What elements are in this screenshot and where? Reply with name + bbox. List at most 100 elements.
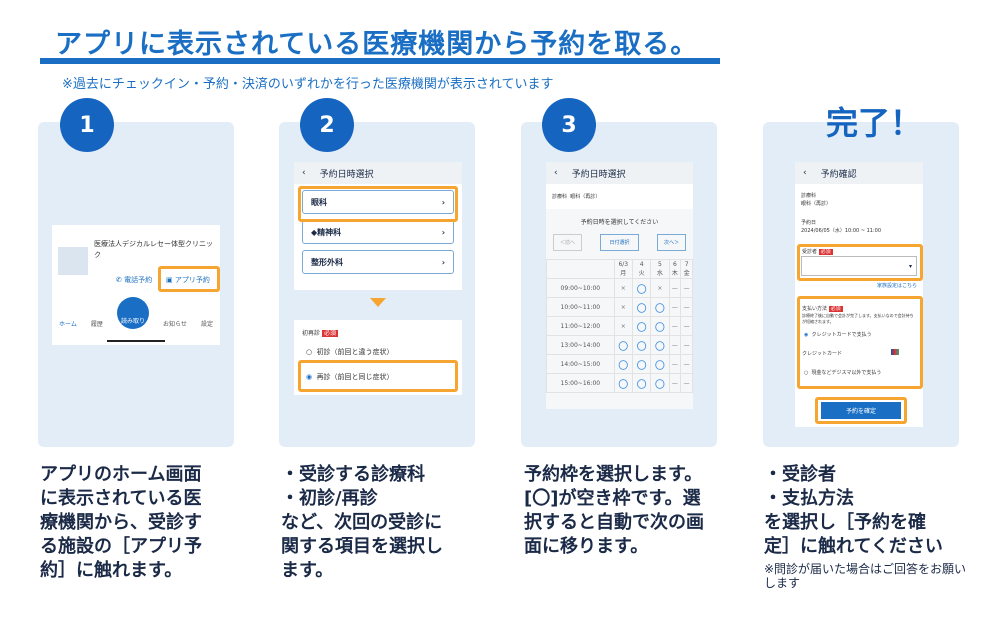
prev-button[interactable]: ＜前へ — [553, 234, 583, 251]
note-text: ※過去にチェックイン・予約・決済のいずれかを行った医療機関が表示されています — [62, 77, 554, 92]
step-number-3: 3 — [542, 98, 596, 152]
highlight-dept — [298, 186, 458, 222]
phone-reserve-link[interactable]: ✆ 電話予約 — [116, 276, 153, 284]
dept-option[interactable]: ◆精神科› — [302, 220, 454, 244]
date-pick-button[interactable]: 日付選択 — [600, 234, 639, 251]
slot-unavailable: × — [613, 278, 633, 298]
confirm-button[interactable]: 予約を確定 — [821, 402, 901, 419]
chevron-right-icon: › — [441, 257, 445, 267]
header: ‹予約確認 — [795, 162, 923, 184]
title-underline — [40, 58, 720, 64]
slot-available[interactable]: 〇 — [631, 373, 652, 393]
revisit-radio[interactable]: ◉ 再診（前回と同じ症状） — [306, 373, 394, 381]
slot-unavailable: — — [668, 373, 682, 393]
date-nav: ＜前へ 日付選択 次へ＞ — [546, 234, 693, 259]
next-button[interactable]: 次へ＞ — [656, 234, 686, 251]
done-label: 完了！ — [826, 104, 923, 142]
timeslot-row: 11:00~12:00×〇〇—— — [546, 316, 693, 336]
slot-unavailable: — — [680, 373, 693, 393]
family-settings-link[interactable]: 家族設定はこちら — [876, 283, 917, 289]
home-screen: 医療法人デジカルレセー体型クリニック ✆ 電話予約 ▣ アプリ予約 ホーム 履歴… — [52, 225, 220, 345]
slot-available[interactable]: 〇 — [650, 354, 670, 374]
time-label: 15:00~16:00 — [546, 373, 615, 393]
slot-available[interactable]: 〇 — [650, 373, 670, 393]
visit-type-screen: 初再診 必須 ○ 初診（前回と違う症状） ◉ 再診（前回と同じ症状） — [294, 320, 462, 395]
slot-unavailable: — — [680, 297, 693, 317]
day-header: 4 火 — [631, 259, 652, 279]
timeslot-row: 09:00~10:00×〇×—— — [546, 278, 693, 298]
payment-label: 支払い方法 必須 — [802, 306, 843, 312]
slot-unavailable: — — [668, 316, 682, 336]
card-brand-icon — [891, 349, 899, 355]
calendar-icon: ▣ — [166, 276, 175, 284]
other-payment-radio[interactable]: ○ 現金などデジスマ以外で支払う — [804, 370, 882, 376]
slot-available[interactable]: 〇 — [631, 316, 652, 336]
back-icon[interactable]: ‹ — [302, 168, 306, 178]
slot-unavailable: — — [680, 316, 693, 336]
nav-scan[interactable]: 読み取り — [116, 297, 149, 329]
slot-available[interactable]: 〇 — [631, 335, 652, 355]
step-number-2: 2 — [300, 98, 354, 152]
dept-option[interactable]: 整形外科› — [302, 250, 454, 274]
chevron-down-icon: ▾ — [908, 263, 912, 270]
back-icon[interactable]: ‹ — [554, 168, 558, 178]
chevron-right-icon: › — [441, 197, 445, 207]
highlight-patient — [797, 244, 923, 281]
highlight-revisit — [298, 360, 458, 392]
nav-home[interactable]: ホーム — [59, 321, 77, 328]
home-indicator — [107, 340, 165, 342]
dept-option[interactable]: 眼科› — [302, 190, 454, 214]
step-number-1: 1 — [60, 98, 114, 152]
bottom-nav: ホーム 履歴 読み取り お知らせ 設定 — [52, 297, 220, 329]
slot-available[interactable]: 〇 — [613, 354, 633, 374]
slot-unavailable: × — [613, 316, 633, 336]
page-title: アプリに表示されている医療機関から予約を取る。 — [55, 29, 699, 60]
slot-available[interactable]: 〇 — [613, 373, 633, 393]
credit-radio[interactable]: ◉ クレジットカードで支払う — [804, 332, 872, 338]
nav-settings[interactable]: 設定 — [200, 321, 213, 328]
slot-available[interactable]: 〇 — [631, 297, 652, 317]
nav-notifications[interactable]: お知らせ — [163, 321, 187, 328]
slot-unavailable: — — [668, 354, 682, 374]
first-visit-radio[interactable]: ○ 初診（前回と違う症状） — [306, 348, 394, 356]
back-icon[interactable]: ‹ — [803, 168, 807, 178]
credit-card-label: クレジットカード — [802, 351, 843, 357]
dept-info: 診療科眼科（再診） — [801, 193, 832, 207]
header: ‹予約日時選択 — [546, 162, 693, 184]
arrow-down-icon — [370, 298, 386, 307]
step3-description: 予約枠を選択します。 [〇]が空き枠です。選 択すると自動で次の画 面に移ります… — [524, 464, 704, 557]
patient-label: 受診者 必須 — [802, 249, 833, 255]
clinic-name: 医療法人デジカルレセー体型クリニック — [94, 240, 213, 259]
payment-note: 診療終了後に自動で会計が完了します。支払いなので会計待ちが短縮されます。 — [802, 313, 914, 324]
prompt: 予約日時を選択してください — [580, 219, 659, 226]
day-header: 5 水 — [650, 259, 670, 279]
nav-history[interactable]: 履歴 — [90, 321, 103, 328]
time-label: 11:00~12:00 — [546, 316, 615, 336]
required-badge: 必須 — [321, 330, 338, 337]
dept-row: 診療科 眼科（再診） — [546, 184, 693, 209]
patient-select[interactable]: ▾ — [801, 256, 917, 276]
slot-available[interactable]: 〇 — [650, 335, 670, 355]
step4-description: ・受診者 ・支払方法 を選択し［予約を確 定］に触れてください — [764, 464, 943, 557]
day-header: 6/3 月 — [613, 259, 633, 279]
slot-unavailable: — — [668, 335, 682, 355]
highlight-app-reserve — [158, 266, 220, 292]
slot-available[interactable]: 〇 — [613, 335, 633, 355]
day-header: 6 木 — [668, 259, 682, 279]
day-header: 7 金 — [680, 259, 693, 279]
slot-available[interactable]: 〇 — [650, 297, 670, 317]
slot-available[interactable]: 〇 — [631, 354, 652, 374]
slot-available[interactable]: 〇 — [650, 316, 670, 336]
slot-available[interactable]: 〇 — [631, 278, 652, 298]
visit-type-label: 初再診 — [302, 330, 321, 337]
time-label: 10:00~11:00 — [546, 297, 615, 317]
header: ‹予約日時選択 — [294, 162, 462, 184]
clinic-image — [58, 247, 88, 275]
app-reserve-button[interactable]: ▣ アプリ予約 — [166, 276, 210, 284]
time-label: 09:00~10:00 — [546, 278, 615, 298]
phone-icon: ✆ — [116, 276, 125, 284]
